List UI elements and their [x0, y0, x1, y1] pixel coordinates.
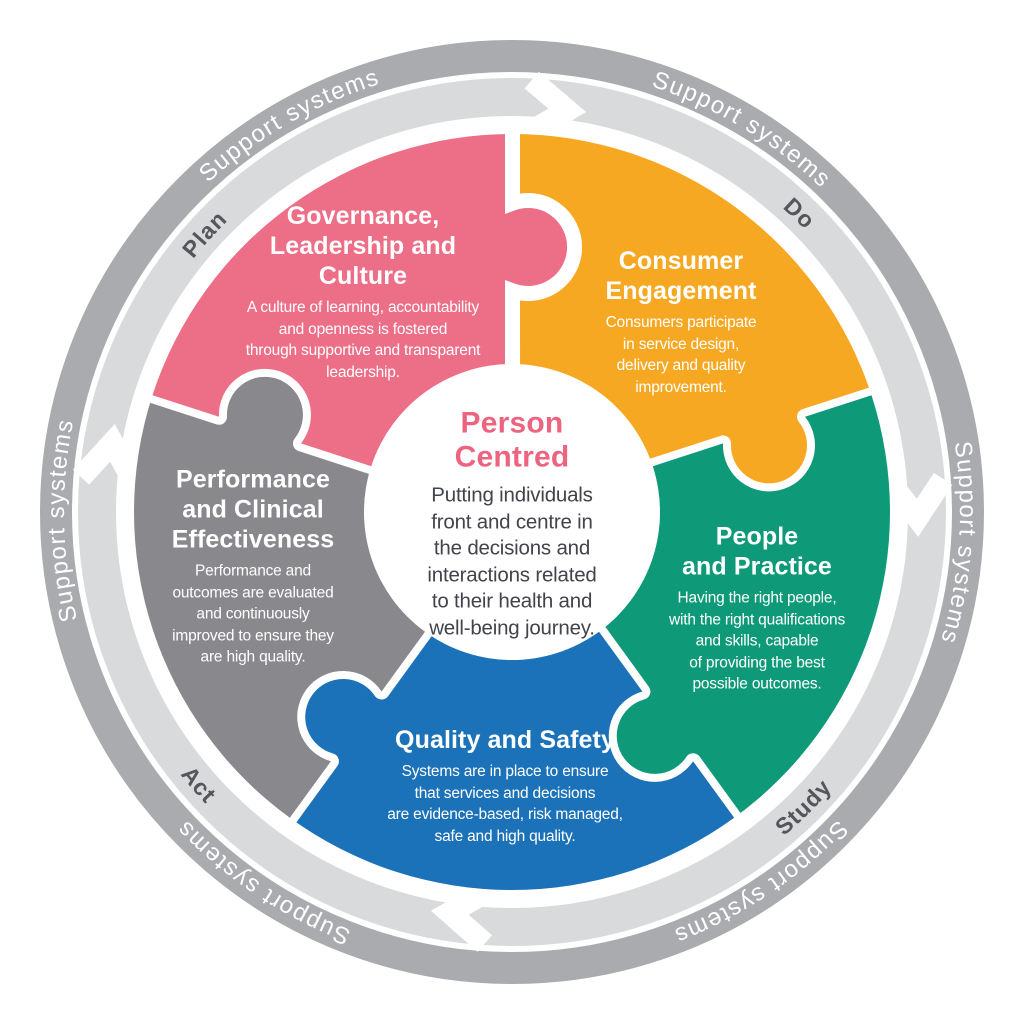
body-line: through supportive and transparent [245, 342, 481, 359]
cycle-direction-arrows [72, 71, 953, 952]
segment-people-practice: People and Practice Having the right peo… [669, 521, 845, 695]
segment-governance-title: Governance, Leadership and Culture [246, 201, 480, 291]
body-line: A culture of learning, accountability [246, 299, 480, 316]
body-line: front and centre in [431, 510, 593, 533]
segment-performance-effectiveness-title: Performance and Clinical Effectiveness [172, 464, 335, 554]
segment-quality-safety: Quality and Safety Systems are in place … [387, 725, 623, 847]
title-line: Quality and Safety [395, 726, 615, 754]
body-line: Putting individuals [431, 483, 593, 507]
outer-support-ring [40, 40, 984, 984]
segment-governance-body: A culture of learning, accountability an… [245, 297, 481, 383]
clockwise-arrow-right-icon [880, 472, 953, 537]
title-line: Engagement [605, 277, 757, 305]
center-title: Person Centred [427, 407, 596, 475]
title-line: Person [460, 406, 564, 440]
body-line: are evidence-based, risk managed, [387, 806, 623, 823]
body-line: in service design, [622, 335, 740, 353]
title-line: Performance [176, 465, 330, 494]
body-line: and continuously [196, 605, 310, 623]
title-line: Governance, [286, 202, 440, 230]
segment-performance-effectiveness: Performance and Clinical Effectiveness P… [172, 464, 335, 668]
body-line: safe and high quality. [434, 827, 576, 845]
body-line: improvement. [635, 378, 727, 396]
segment-quality-safety-title: Quality and Safety [387, 725, 623, 755]
body-line: and skills, capable [695, 632, 819, 650]
body-line: to their health and [431, 589, 593, 613]
body-line: possible outcomes. [692, 675, 822, 693]
title-line: Leadership and [269, 232, 457, 260]
body-line: the decisions and [433, 536, 591, 560]
title-line: People [715, 522, 799, 551]
segment-people-practice-body: Having the right people, with the right … [669, 587, 845, 695]
segment-people-practice-title: People and Practice [669, 521, 845, 581]
body-line: Systems are in place to ensure [401, 763, 609, 780]
segment-performance-effectiveness-body: Performance and outcomes are evaluated a… [172, 560, 335, 668]
segment-quality-safety-body: Systems are in place to ensure that serv… [387, 761, 623, 847]
title-line: Consumer [618, 247, 744, 275]
body-line: of providing the best [689, 653, 825, 671]
title-line: and Clinical [182, 495, 324, 524]
segment-consumer-engagement-title: Consumer Engagement [605, 246, 756, 306]
piece-gap-top [505, 134, 582, 364]
body-line: improved to ensure they [172, 626, 334, 644]
body-line: that services and decisions [414, 784, 596, 802]
clockwise-arrow-bottom-icon [430, 880, 496, 952]
clockwise-arrow-top-icon [521, 71, 587, 144]
title-line: and Practice [682, 552, 832, 581]
title-line: Effectiveness [171, 525, 335, 554]
title-line: Culture [318, 262, 408, 290]
center-body: Putting individuals front and centre in … [427, 483, 596, 642]
body-line: interactions related [427, 563, 597, 586]
segment-consumer-engagement: Consumer Engagement Consumers participat… [605, 246, 756, 398]
body-line: with the right qualifications [669, 610, 845, 628]
body-line: leadership. [326, 363, 400, 381]
segment-governance: Governance, Leadership and Culture A cul… [245, 201, 481, 383]
body-line: outcomes are evaluated [172, 583, 334, 601]
title-line: Centred [454, 440, 570, 474]
body-line: well-being journey. [429, 616, 595, 639]
body-line: are high quality. [200, 648, 306, 666]
body-line: delivery and quality [616, 357, 746, 374]
segment-consumer-engagement-body: Consumers participate in service design,… [605, 312, 757, 398]
body-line: Performance and [195, 562, 311, 580]
body-line: Consumers participate [605, 314, 757, 331]
puzzle-wheel [126, 126, 898, 898]
clockwise-arrow-left-icon [72, 423, 145, 490]
center-person-centred: Person Centred Putting individuals front… [427, 407, 596, 642]
body-line: and openness is fostered [278, 320, 448, 338]
body-line: Having the right people, [677, 589, 837, 607]
